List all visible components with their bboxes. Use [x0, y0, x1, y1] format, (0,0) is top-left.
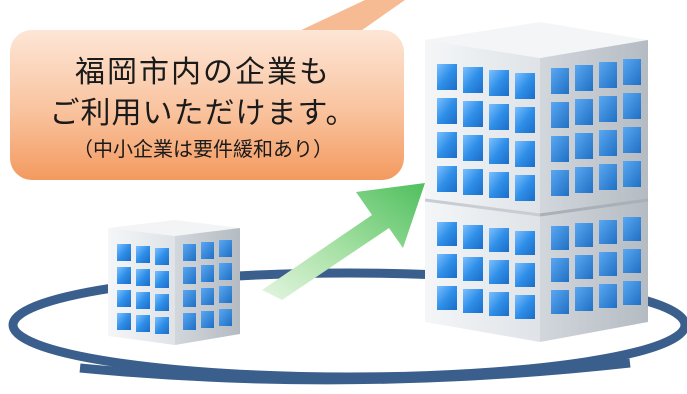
window-pane	[489, 104, 509, 130]
window-pane	[551, 102, 569, 128]
large-building-icon	[424, 22, 649, 342]
window-pane	[117, 244, 131, 261]
window-pane	[515, 107, 535, 133]
callout-line-2: ご利用いただけます。	[49, 96, 357, 131]
window-pane	[575, 287, 593, 311]
window-pane	[463, 135, 483, 161]
window-pane	[155, 271, 169, 288]
window-pane	[437, 286, 457, 310]
window-pane	[437, 132, 457, 158]
window-pane	[551, 68, 569, 94]
window-pane	[489, 228, 509, 252]
window-pane	[575, 167, 593, 193]
window-pane	[155, 248, 169, 265]
callout-note: （中小企業は要件緩和あり）	[73, 137, 333, 161]
window-pane	[136, 246, 150, 263]
window-pane	[575, 99, 593, 125]
window-pane	[623, 249, 641, 273]
window-pane	[201, 265, 214, 282]
window-pane	[515, 263, 535, 287]
window-pane	[599, 62, 617, 88]
window-pane	[437, 98, 457, 124]
window-pane	[463, 101, 483, 127]
window-pane	[183, 267, 196, 284]
window-pane	[489, 292, 509, 316]
window-pane	[489, 172, 509, 198]
window-pane	[463, 257, 483, 281]
window-pane	[515, 175, 535, 201]
window-pane	[575, 133, 593, 159]
window-pane	[136, 315, 150, 332]
window-pane	[201, 242, 214, 259]
window-pane	[623, 59, 641, 85]
speech-bubble-icon	[10, 0, 405, 180]
window-pane	[219, 263, 232, 280]
window-pane	[623, 281, 641, 305]
window-pane	[463, 289, 483, 313]
window-pane	[183, 313, 196, 330]
window-pane	[551, 258, 569, 282]
window-pane	[575, 65, 593, 91]
window-pane	[551, 170, 569, 196]
window-pane	[551, 226, 569, 250]
small-building-icon	[108, 220, 240, 345]
window-pane	[623, 127, 641, 153]
window-pane	[117, 290, 131, 307]
window-pane	[437, 64, 457, 90]
window-pane	[575, 223, 593, 247]
window-pane	[489, 138, 509, 164]
window-pane	[551, 290, 569, 314]
growth-arrow-icon	[262, 183, 425, 300]
window-pane	[117, 267, 131, 284]
window-pane	[515, 73, 535, 99]
window-pane	[599, 130, 617, 156]
window-pane	[136, 292, 150, 309]
window-pane	[201, 288, 214, 305]
window-pane	[599, 96, 617, 122]
window-pane	[155, 317, 169, 334]
window-pane	[437, 166, 457, 192]
window-pane	[117, 313, 131, 330]
window-pane	[463, 225, 483, 249]
window-pane	[489, 70, 509, 96]
window-pane	[183, 244, 196, 261]
orbit-ring-front	[79, 358, 631, 385]
window-pane	[599, 164, 617, 190]
window-pane	[599, 284, 617, 308]
window-pane	[599, 252, 617, 276]
window-pane	[489, 260, 509, 284]
callout-line-1: 福岡市内の企業も	[75, 55, 331, 90]
window-pane	[136, 269, 150, 286]
window-pane	[551, 136, 569, 162]
window-pane	[183, 290, 196, 307]
window-pane	[515, 141, 535, 167]
window-pane	[219, 240, 232, 257]
window-pane	[623, 161, 641, 187]
window-pane	[437, 222, 457, 246]
window-pane	[515, 295, 535, 319]
window-pane	[623, 217, 641, 241]
window-pane	[515, 231, 535, 255]
window-pane	[437, 254, 457, 278]
window-pane	[219, 309, 232, 326]
window-pane	[599, 220, 617, 244]
window-pane	[219, 286, 232, 303]
window-pane	[463, 169, 483, 195]
window-pane	[623, 93, 641, 119]
window-pane	[155, 294, 169, 311]
window-pane	[201, 311, 214, 328]
window-pane	[463, 67, 483, 93]
window-pane	[575, 255, 593, 279]
